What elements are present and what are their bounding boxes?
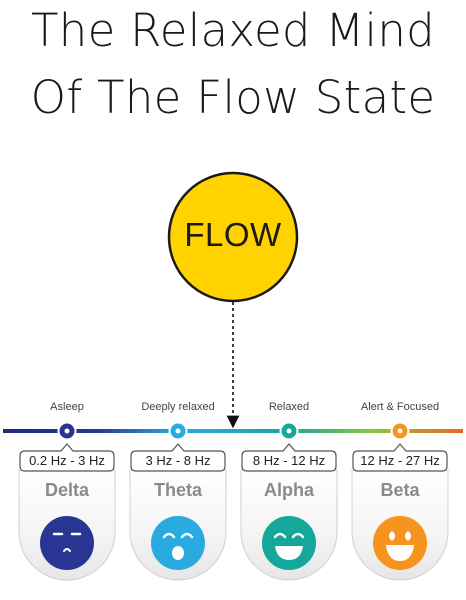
title-line-1: The Relaxed Mind (30, 4, 436, 57)
alpha-frequency-box (241, 443, 337, 472)
delta-frequency-box (19, 443, 115, 472)
beta-scale-node-dot (397, 428, 403, 434)
beta-state-label: Alert & Focused (360, 401, 440, 413)
grinning-face-icon (373, 516, 427, 570)
theta-frequency-box (130, 443, 226, 472)
flow-circle (167, 171, 299, 303)
sleeping-face-icon (40, 516, 94, 570)
theta-wave-name: Theta (153, 480, 202, 500)
alpha-wave-name: Alpha (263, 480, 314, 500)
alpha-state-label: Relaxed (268, 401, 310, 413)
beta-frequency-label: 12 Hz - 27 Hz (360, 453, 440, 468)
theta-state-label: Deeply relaxed (141, 401, 215, 413)
title-line-2: Of The Flow State (30, 71, 436, 124)
delta-state-label: Asleep (50, 401, 84, 413)
frequency-scale-bar (3, 429, 463, 433)
alpha-frequency-label: 8 Hz - 12 Hz (252, 453, 326, 468)
theta-frequency-label: 3 Hz - 8 Hz (145, 453, 211, 468)
relaxed-face-icon (151, 516, 205, 570)
alpha-scale-node-dot (286, 428, 292, 434)
delta-wave-name: Delta (44, 480, 89, 500)
smiling-face-icon (262, 516, 316, 570)
delta-scale-node-dot (64, 428, 70, 434)
flow-label: FLOW (184, 216, 282, 253)
beta-frequency-box (352, 443, 448, 472)
theta-scale-node-dot (175, 428, 181, 434)
beta-wave-name: Beta (380, 480, 420, 500)
delta-frequency-label: 0.2 Hz - 3 Hz (29, 453, 105, 468)
